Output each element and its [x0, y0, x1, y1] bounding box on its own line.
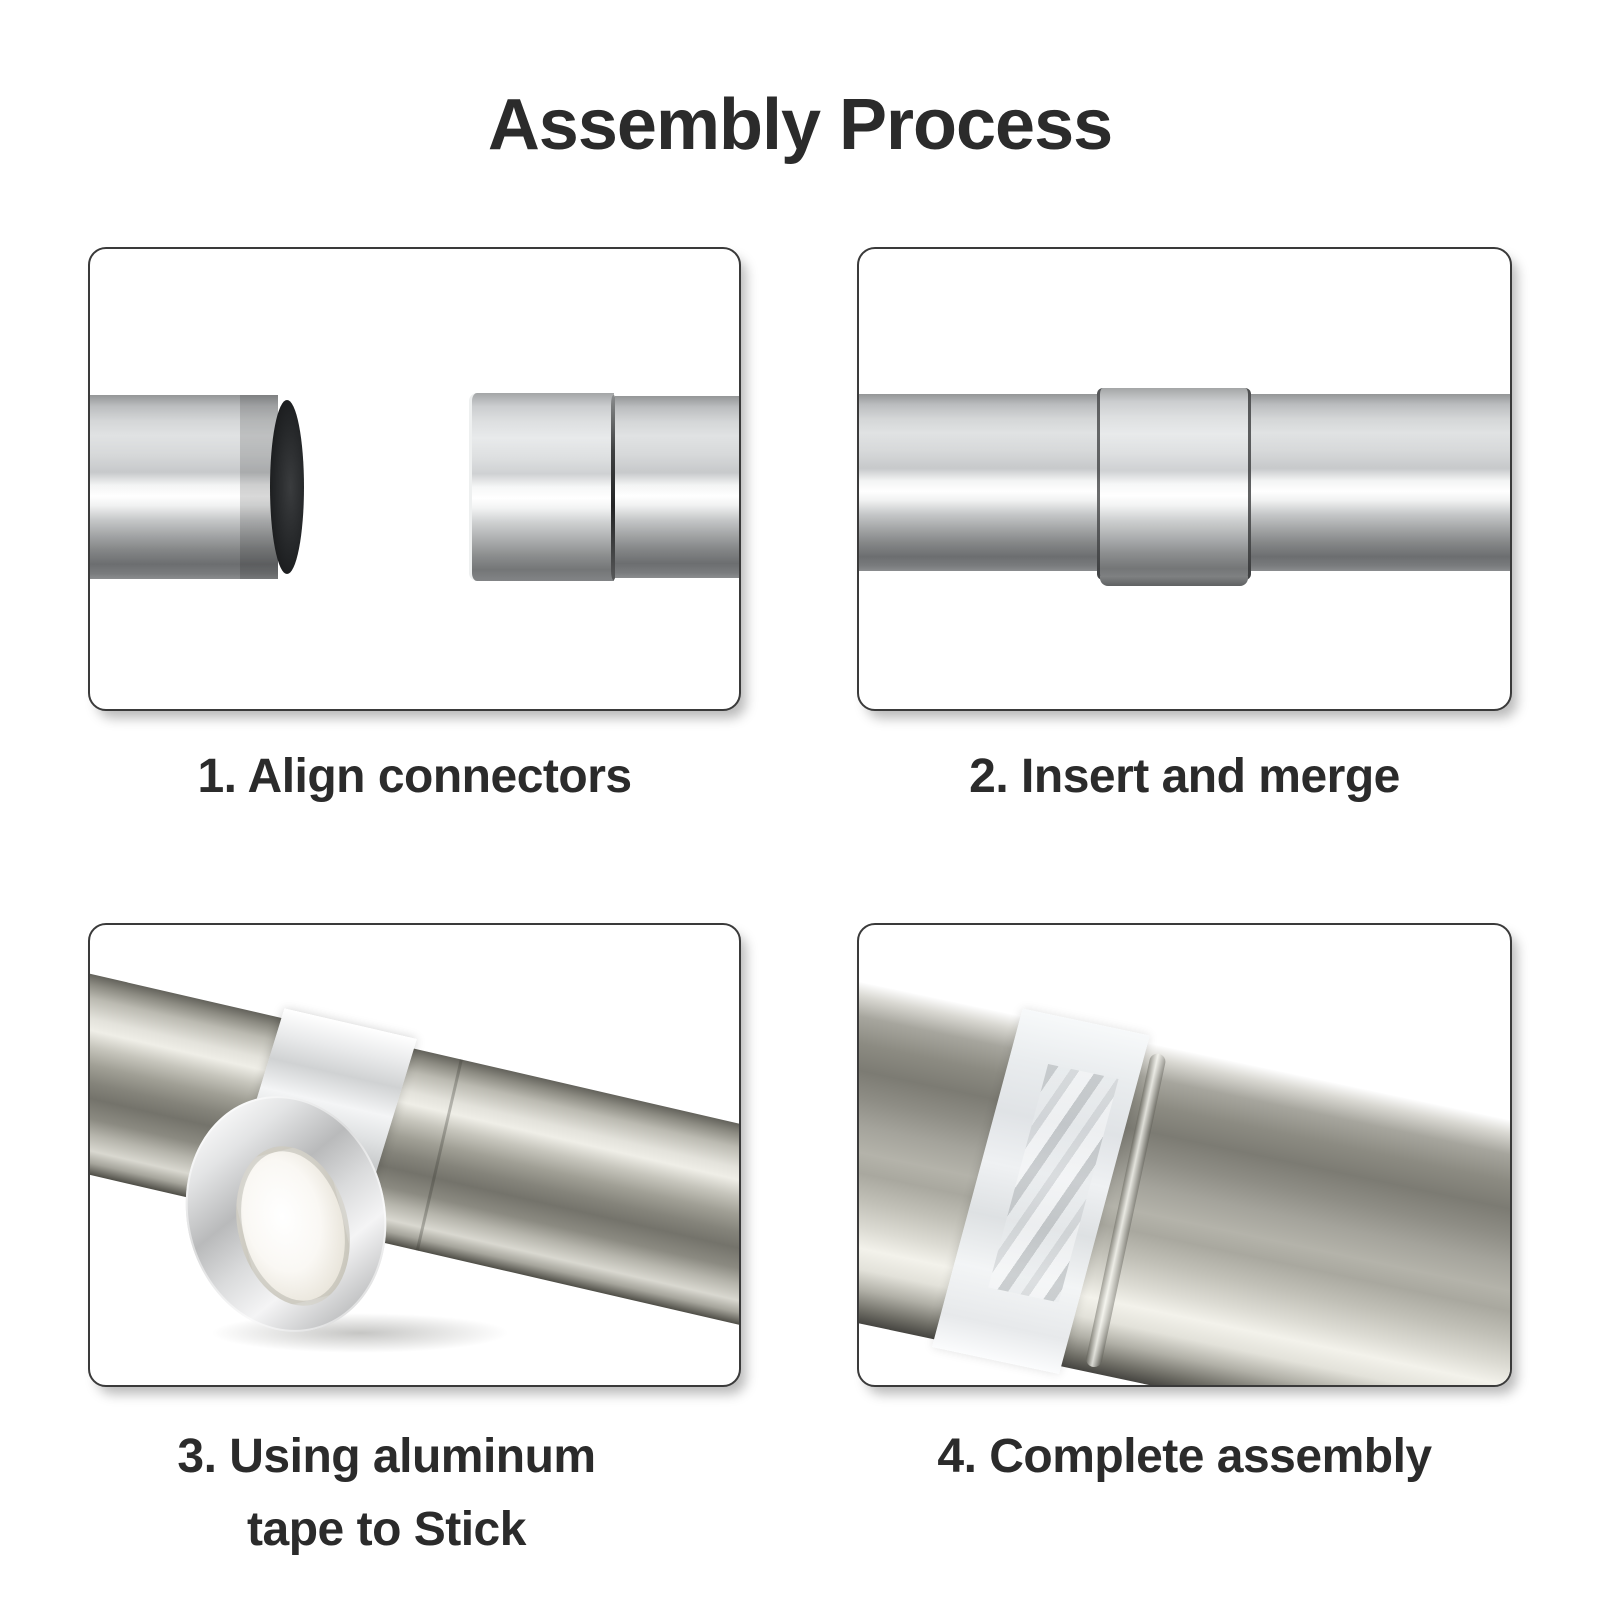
- step-2-caption: 2. Insert and merge: [969, 750, 1400, 803]
- step-3-photo-panel: [88, 923, 741, 1387]
- step-3-caption-line-1: 3. Using aluminum: [177, 1430, 596, 1483]
- step-4-photo-panel: [857, 923, 1512, 1387]
- right-tube: [615, 396, 739, 578]
- assembled-tube: [859, 967, 1510, 1385]
- aluminum-tape-band-finished: [931, 1008, 1150, 1375]
- step-3-caption-line-2: tape to Stick: [247, 1503, 526, 1556]
- connector-sleeve: [469, 393, 614, 581]
- sleeve-seam: [611, 395, 616, 580]
- step-1-photo-panel: [88, 247, 741, 711]
- step-4-caption: 4. Complete assembly: [937, 1430, 1432, 1483]
- tube-joint-seam: [415, 1059, 463, 1251]
- connector-sleeve-joined: [1097, 388, 1251, 586]
- page-title: Assembly Process: [487, 85, 1113, 165]
- step-2-photo-panel: [857, 247, 1512, 711]
- step-3-caption: 3. Using aluminum tape to Stick: [60, 1420, 713, 1566]
- step-1-caption: 1. Align connectors: [197, 750, 632, 803]
- left-tube-open-end: [260, 392, 308, 582]
